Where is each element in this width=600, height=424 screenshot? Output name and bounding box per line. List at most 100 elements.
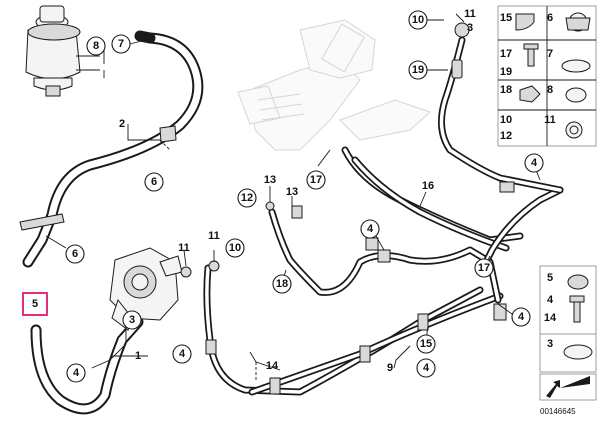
- svg-text:7: 7: [547, 48, 553, 60]
- callout-4-bottom: 4: [416, 358, 436, 378]
- svg-text:4: 4: [179, 348, 186, 360]
- callout-3-top: 3: [467, 22, 473, 34]
- direction-arrow-box: [539, 373, 597, 401]
- svg-text:12: 12: [241, 192, 253, 204]
- callout-13-b: 13: [286, 186, 298, 198]
- svg-text:17: 17: [500, 48, 512, 60]
- svg-text:9: 9: [387, 362, 393, 374]
- callout-10-pump: 10: [225, 238, 245, 258]
- svg-text:19: 19: [500, 66, 512, 78]
- callout-11-top: 11: [464, 8, 476, 20]
- svg-text:6: 6: [151, 176, 157, 188]
- svg-text:17: 17: [310, 174, 322, 186]
- line-part-18: [268, 208, 502, 304]
- svg-text:7: 7: [118, 38, 124, 50]
- callout-16: 16: [422, 180, 434, 192]
- svg-text:14: 14: [266, 360, 279, 372]
- svg-text:4: 4: [423, 362, 430, 374]
- svg-text:13: 13: [264, 174, 276, 186]
- callout-12: 12: [237, 188, 257, 208]
- callout-9: 9: [387, 362, 393, 374]
- power-steering-pump: [109, 247, 183, 331]
- diagram-id: 00146645: [540, 407, 576, 416]
- bracket-icon: [515, 13, 535, 31]
- svg-text:11: 11: [464, 8, 476, 20]
- svg-text:8: 8: [547, 84, 553, 96]
- callout-4-pump: 4: [66, 363, 86, 383]
- clamp-icon: [567, 274, 589, 290]
- callout-14: 14: [266, 360, 279, 372]
- svg-text:10: 10: [229, 242, 241, 254]
- svg-text:3: 3: [547, 338, 553, 350]
- bolt-icon: [527, 47, 535, 67]
- callout-1: 1: [135, 350, 141, 362]
- svg-text:4: 4: [73, 367, 80, 379]
- svg-text:6: 6: [547, 12, 553, 24]
- hardware-panel: 15 6 17 19 7 18 8 10 12 11: [497, 5, 597, 147]
- callout-6-left: 6: [65, 244, 85, 264]
- svg-text:1: 1: [135, 350, 141, 362]
- callout-8: 8: [86, 36, 106, 56]
- svg-text:3: 3: [467, 22, 473, 34]
- callout-5-highlighted: 5: [22, 292, 48, 316]
- svg-text:8: 8: [93, 40, 99, 52]
- svg-text:18: 18: [276, 278, 288, 290]
- arrow-icon: [546, 376, 590, 398]
- callout-11-pump-b: 11: [208, 230, 220, 242]
- hose-clip-icon: [563, 344, 593, 360]
- callout-2: 2: [119, 118, 125, 130]
- callout-17-right: 17: [474, 258, 494, 278]
- callout-4-right-top: 4: [524, 153, 544, 173]
- callout-6-top: 6: [144, 172, 164, 192]
- callout-10-top: 10: [408, 10, 428, 30]
- hose-part-9: [203, 264, 504, 396]
- leader-lines: [45, 13, 541, 382]
- hose-clamp-icon: [561, 59, 591, 73]
- svg-text:10: 10: [500, 114, 512, 126]
- svg-text:4: 4: [531, 157, 538, 169]
- svg-text:4: 4: [367, 223, 374, 235]
- svg-text:10: 10: [412, 14, 424, 26]
- hardware-panel-lower: 5 4 14 3: [539, 265, 597, 373]
- svg-text:4: 4: [518, 311, 525, 323]
- hose-part-7: [134, 30, 156, 44]
- line-part-19: [437, 22, 564, 194]
- callout-4-right: 4: [511, 307, 531, 327]
- svg-text:13: 13: [286, 186, 298, 198]
- hose-clamp-6: [19, 125, 177, 231]
- svg-text:19: 19: [412, 64, 424, 76]
- callout-3: 3: [122, 310, 142, 330]
- hose-part-1: [30, 316, 144, 415]
- steering-gear-illustration: [237, 19, 431, 151]
- svg-text:15: 15: [500, 12, 512, 24]
- svg-text:11: 11: [544, 114, 556, 126]
- svg-text:5: 5: [547, 272, 553, 284]
- callout-4-lower: 4: [172, 344, 192, 364]
- svg-text:3: 3: [129, 314, 135, 326]
- callout-18: 18: [272, 274, 292, 294]
- svg-text:6: 6: [72, 248, 78, 260]
- callout-19: 19: [408, 60, 428, 80]
- svg-text:11: 11: [208, 230, 220, 242]
- nut-cap-icon: [565, 17, 591, 31]
- reservoir-illustration: [25, 5, 100, 97]
- svg-text:5: 5: [32, 298, 38, 310]
- callout-17-top: 17: [306, 170, 326, 190]
- svg-text:18: 18: [500, 84, 512, 96]
- svg-text:11: 11: [178, 242, 190, 254]
- callout-15: 15: [416, 334, 436, 354]
- svg-text:17: 17: [478, 262, 490, 274]
- svg-text:16: 16: [422, 180, 434, 192]
- callout-13-a: 13: [264, 174, 276, 186]
- callout-4-mid: 4: [360, 219, 380, 239]
- svg-text:15: 15: [420, 338, 432, 350]
- svg-text:12: 12: [500, 130, 512, 142]
- callout-7: 7: [111, 34, 131, 54]
- clamp-part-4-group: [180, 181, 515, 395]
- svg-text:4: 4: [547, 294, 554, 306]
- callout-11-pump: 11: [178, 242, 190, 254]
- line-part-16: [341, 146, 564, 266]
- hex-nut-icon: [519, 85, 541, 103]
